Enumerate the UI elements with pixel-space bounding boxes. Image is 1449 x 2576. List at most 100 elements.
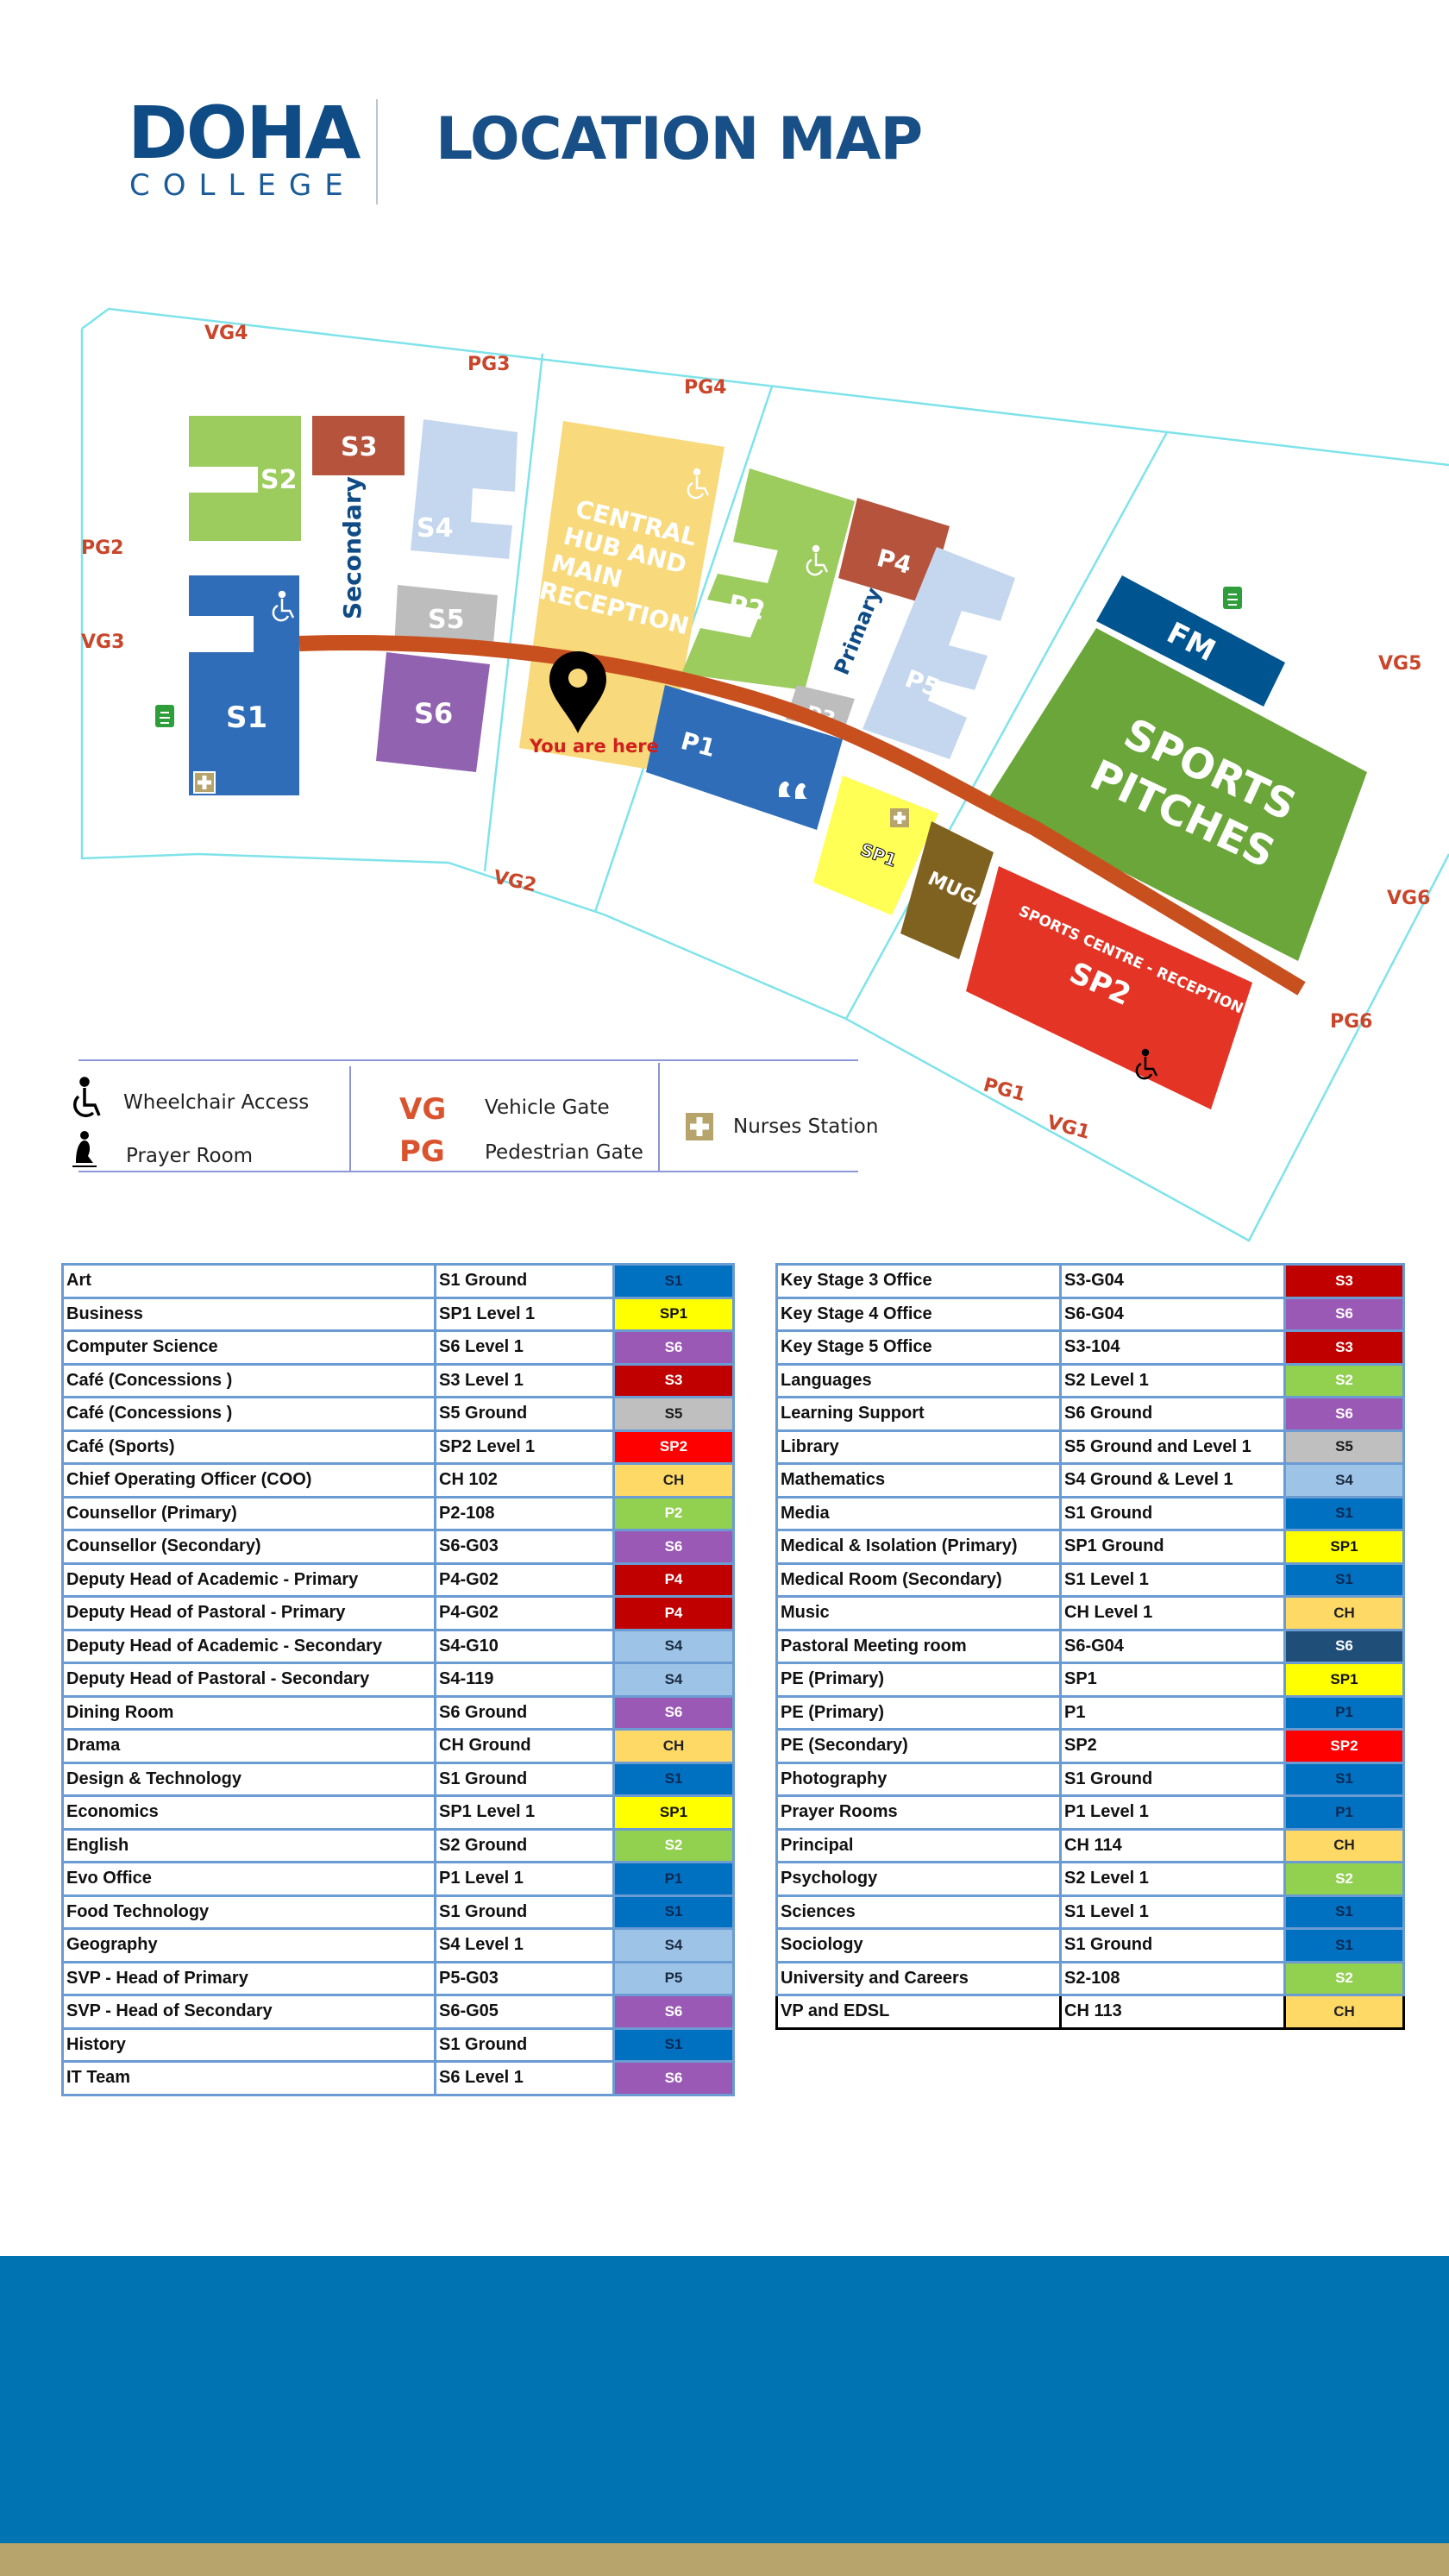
- building-code-badge: S1: [1283, 1761, 1405, 1797]
- building-s2: [189, 416, 301, 541]
- page-title: LOCATION MAP: [436, 105, 923, 173]
- department-cell: Art: [61, 1263, 436, 1299]
- building-code-badge: P1: [1283, 1794, 1405, 1831]
- building-s1-label: S1: [226, 701, 267, 735]
- location-cell: SP1: [1059, 1662, 1286, 1698]
- location-cell: CH Level 1: [1059, 1595, 1286, 1631]
- location-cell: P1 Level 1: [1059, 1794, 1286, 1831]
- department-cell: Deputy Head of Pastoral - Secondary: [61, 1662, 436, 1698]
- department-cell: Media: [775, 1495, 1062, 1531]
- department-cell: Deputy Head of Academic - Primary: [61, 1561, 436, 1598]
- location-cell: P1: [1059, 1694, 1286, 1731]
- location-cell: CH 114: [1059, 1827, 1286, 1863]
- building-s2-label: S2: [260, 465, 297, 495]
- department-cell: Sociology: [775, 1927, 1062, 1963]
- location-cell: SP2 Level 1: [434, 1429, 615, 1465]
- building-code-badge: S4: [612, 1628, 735, 1664]
- nurses-station-icon: [686, 1113, 713, 1140]
- department-cell: PE (Secondary): [775, 1728, 1062, 1764]
- location-cell: P4-G02: [434, 1561, 615, 1598]
- building-code-badge: S2: [1283, 1362, 1405, 1398]
- building-code-badge: SP1: [612, 1296, 735, 1332]
- gate-vg6: VG6: [1387, 888, 1430, 909]
- location-cell: S6 Level 1: [434, 1329, 615, 1366]
- location-cell: S1 Ground: [434, 1263, 615, 1299]
- wheelchair-icon: [806, 544, 829, 576]
- building-code-badge: S2: [612, 1827, 735, 1863]
- location-cell: S4-G10: [434, 1628, 615, 1664]
- building-code-badge: CH: [612, 1728, 735, 1764]
- location-cell: S6-G04: [1059, 1296, 1286, 1332]
- location-cell: S1 Ground: [434, 2026, 615, 2063]
- location-cell: S1 Ground: [434, 1894, 615, 1930]
- location-cell: S1 Level 1: [1059, 1561, 1286, 1598]
- wheelchair-icon: [687, 468, 710, 499]
- location-cell: CH 102: [434, 1462, 615, 1498]
- building-code-badge: S5: [1283, 1429, 1405, 1465]
- department-cell: Food Technology: [61, 1894, 436, 1930]
- location-cell: S1 Ground: [434, 1761, 615, 1797]
- building-s3: [312, 416, 405, 475]
- location-cell: S3-G04: [1059, 1263, 1286, 1299]
- building-muga: [900, 821, 994, 959]
- department-cell: Counsellor (Secondary): [61, 1529, 436, 1565]
- building-code-badge: S1: [612, 1263, 735, 1299]
- department-cell: Deputy Head of Pastoral - Primary: [61, 1595, 436, 1631]
- building-code-badge: S3: [1283, 1263, 1405, 1299]
- location-cell: S6 Level 1: [434, 2060, 615, 2096]
- you-are-here-label: You are here: [529, 736, 659, 757]
- building-p2: [681, 468, 855, 690]
- location-cell: S6-G04: [1059, 1628, 1286, 1664]
- building-s4: [411, 419, 518, 559]
- department-cell: History: [61, 2026, 436, 2063]
- building-code-badge: S3: [1283, 1329, 1405, 1366]
- location-cell: S4-119: [434, 1662, 615, 1698]
- department-cell: Drama: [61, 1728, 436, 1764]
- location-cell: P4-G02: [434, 1595, 615, 1631]
- department-cell: Deputy Head of Academic - Secondary: [61, 1628, 436, 1664]
- building-code-badge: SP1: [1283, 1662, 1405, 1698]
- building-code-badge: S4: [612, 1662, 735, 1698]
- location-cell: S1 Ground: [1059, 1495, 1286, 1531]
- department-cell: PE (Primary): [775, 1662, 1062, 1698]
- department-cell: Key Stage 5 Office: [775, 1329, 1062, 1366]
- building-code-badge: S6: [1283, 1628, 1405, 1664]
- gate-pg4: PG4: [684, 377, 727, 399]
- wheelchair-icon: [272, 590, 295, 622]
- logo-college: COLLEGE: [129, 168, 356, 203]
- legend-pedestrian-gate: Pedestrian Gate: [485, 1141, 643, 1164]
- building-s3-label: S3: [341, 432, 377, 462]
- location-cell: S2 Ground: [434, 1827, 615, 1863]
- gate-pg2: PG2: [81, 537, 124, 559]
- building-code-badge: P4: [612, 1561, 735, 1598]
- building-code-badge: S6: [612, 1694, 735, 1731]
- department-cell: IT Team: [61, 2060, 436, 2096]
- department-cell: Dining Room: [61, 1694, 436, 1731]
- building-p2-label: P2: [725, 589, 768, 626]
- building-code-badge: P1: [1283, 1694, 1405, 1731]
- legend-prayer: Prayer Room: [126, 1145, 253, 1167]
- department-cell: Design & Technology: [61, 1761, 436, 1797]
- department-cell: Economics: [61, 1794, 436, 1831]
- building-code-badge: S3: [612, 1362, 735, 1398]
- building-code-badge: S1: [612, 1761, 735, 1797]
- department-cell: SVP - Head of Primary: [61, 1960, 436, 1996]
- department-cell: Sciences: [775, 1894, 1062, 1930]
